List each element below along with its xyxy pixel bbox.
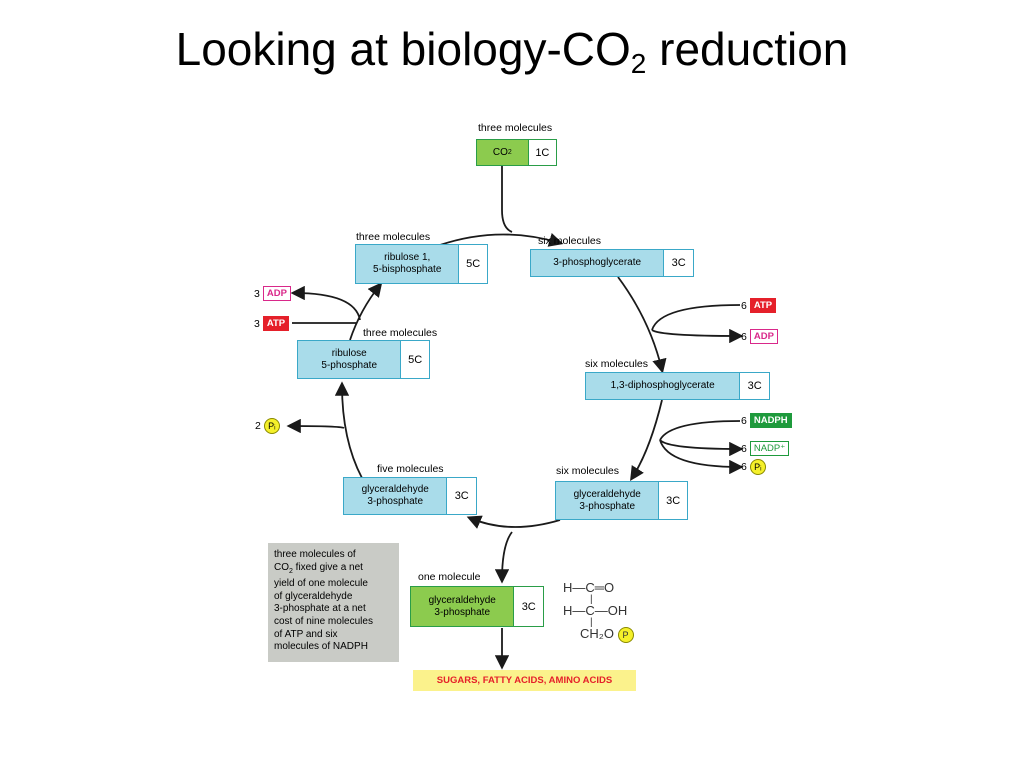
arc-pga-to-dpg — [617, 276, 667, 374]
nadph-in — [659, 420, 741, 441]
g3p-right-caption: six molecules — [556, 465, 620, 477]
ru5p-caption: three molecules — [363, 327, 438, 339]
ru5p-count: 5C — [400, 341, 429, 378]
arc-g3p-to-ru5p — [334, 381, 363, 479]
atp-tag: ATP — [262, 316, 290, 331]
g3p-left-caption: five molecules — [377, 463, 444, 475]
formula-line-1: H—C═O — [563, 580, 615, 595]
ru5p-name: ribulose 5-phosphate — [298, 341, 401, 378]
arc-rubp-to-pga — [439, 233, 564, 247]
nadph-tag: NADPH — [749, 413, 792, 428]
pi-out-left — [286, 418, 345, 434]
dpg-name: 1,3-diphosphoglycerate — [586, 373, 740, 399]
arc-dpg-to-g3p — [630, 399, 663, 482]
arc-ru5p-to-rubp — [349, 282, 383, 341]
co2-caption: three molecules — [478, 122, 553, 134]
g3p-right-name: glyceraldehyde 3-phosphate — [556, 482, 659, 519]
g3p-out-caption: one molecule — [418, 571, 481, 583]
rubp-box: ribulose 1, 5-bisphosphate 5C — [355, 244, 488, 284]
summary-note: three molecules of CO2 fixed give a net … — [268, 543, 399, 662]
adp-out-left — [290, 285, 361, 321]
g3p-left-box: glyceraldehyde 3-phosphate 3C — [343, 477, 477, 515]
pga-count: 3C — [663, 250, 693, 276]
rubp-count: 5C — [458, 245, 487, 283]
g3p-right-count: 3C — [658, 482, 687, 519]
nadp-out — [659, 439, 744, 457]
g3p-out-box: glyceraldehyde 3-phosphate 3C — [410, 586, 544, 627]
atp-in-right — [651, 304, 741, 331]
atp-tag: ATP — [749, 298, 777, 313]
formula-bond-2: | — [590, 617, 593, 628]
pi-out-right — [659, 439, 744, 475]
output-arrow — [494, 531, 513, 584]
slide-title: Looking at biology-CO2 reduction — [175, 23, 849, 79]
co2-count: 1C — [527, 140, 556, 165]
rubp-caption: three molecules — [356, 231, 431, 243]
pga-name: 3-phosphoglycerate — [531, 250, 664, 276]
arc-bottom — [466, 515, 561, 529]
g3p-out-name: glyceraldehyde 3-phosphate — [411, 587, 514, 626]
ru5p-box: ribulose 5-phosphate 5C — [297, 340, 430, 379]
adp-tag: ADP — [749, 329, 778, 344]
adp-tag: ADP — [262, 286, 291, 301]
products-banner: SUGARS, FATTY ACIDS, AMINO ACIDS — [413, 670, 636, 691]
dpg-caption: six molecules — [585, 358, 649, 370]
dpg-box: 1,3-diphosphoglycerate 3C — [585, 372, 770, 400]
rubp-name: ribulose 1, 5-bisphosphate — [356, 245, 459, 283]
phosphate-icon: P — [617, 627, 634, 643]
g3p-right-box: glyceraldehyde 3-phosphate 3C — [555, 481, 688, 520]
nadp-tag: NADP⁺ — [749, 441, 790, 456]
formula-line-2: H—C—OH — [563, 603, 628, 618]
adp-out-right — [651, 328, 744, 344]
g3p-left-count: 3C — [446, 478, 476, 514]
phosphate-icon: Pᵢ — [749, 459, 766, 475]
co2-entry-arrow — [501, 166, 513, 233]
g3p-left-name: glyceraldehyde 3-phosphate — [344, 478, 447, 514]
pga-caption: six molecules — [538, 235, 602, 247]
pga-box: 3-phosphoglycerate 3C — [530, 249, 694, 277]
formula-bond-1: | — [590, 594, 593, 605]
dpg-count: 3C — [739, 373, 769, 399]
formula-line-3: CH₂O P — [580, 626, 634, 643]
phosphate-icon: Pᵢ — [263, 418, 280, 434]
g3p-out-count: 3C — [513, 587, 543, 626]
